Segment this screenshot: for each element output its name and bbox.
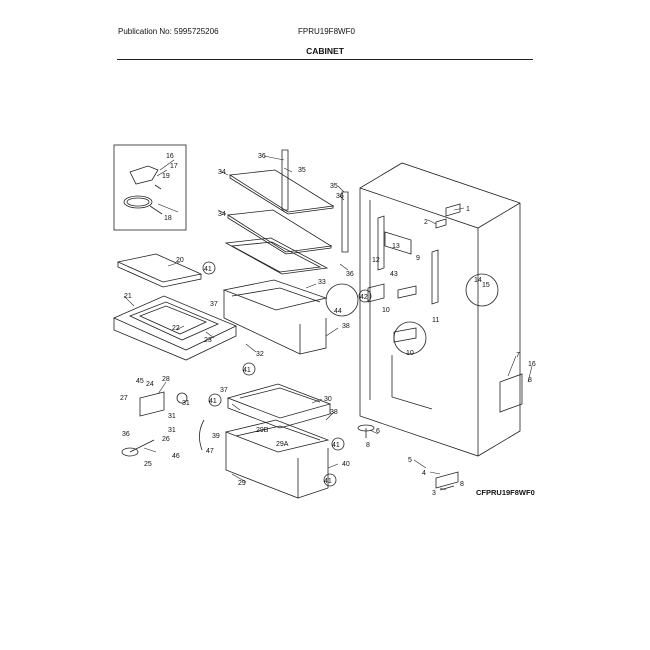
callout-38: 38 bbox=[342, 323, 350, 330]
callout-36c: 36 bbox=[346, 271, 354, 278]
callout-40: 40 bbox=[342, 461, 350, 468]
bottom-hinge bbox=[435, 471, 459, 491]
callout-11: 11 bbox=[432, 317, 439, 324]
light-housing bbox=[121, 391, 188, 457]
callout-39: 39 bbox=[212, 433, 220, 440]
callout-30: 30 bbox=[324, 396, 332, 403]
pan bbox=[226, 383, 332, 429]
callout-33: 33 bbox=[318, 279, 326, 286]
callout-29b: 29B bbox=[256, 427, 269, 434]
callout-1: 1 bbox=[466, 206, 470, 213]
callout-21: 21 bbox=[124, 293, 132, 300]
callout-2: 2 bbox=[424, 219, 428, 226]
callout-41a: 41 bbox=[204, 266, 212, 273]
crisper-frame bbox=[113, 295, 237, 361]
callout-29a: 29A bbox=[276, 441, 289, 448]
callout-12: 12 bbox=[372, 257, 380, 264]
callout-29: 29 bbox=[238, 480, 246, 487]
callout-35b: 35 bbox=[330, 183, 338, 190]
callout-28: 28 bbox=[162, 376, 170, 383]
callout-3: 3 bbox=[432, 490, 436, 497]
callout-24: 24 bbox=[146, 381, 154, 388]
callout-17: 17 bbox=[170, 163, 178, 170]
inset-box bbox=[113, 144, 187, 231]
callout-35: 35 bbox=[298, 167, 306, 174]
leveling-leg bbox=[357, 424, 375, 438]
callout-36b: 36 bbox=[336, 193, 344, 200]
shelf-rail bbox=[281, 149, 349, 253]
side-panel bbox=[499, 373, 523, 413]
callout-31b: 31 bbox=[168, 413, 176, 420]
diagram-code: CFPRU19F8WF0 bbox=[476, 488, 535, 497]
callout-34b: 34 bbox=[218, 211, 226, 218]
callout-labels: 16 17 19 18 36 35 34 35 36 34 36 20 41 3… bbox=[120, 153, 536, 497]
header-rule bbox=[117, 59, 533, 60]
callout-34: 34 bbox=[218, 169, 226, 176]
callout-9: 9 bbox=[416, 255, 420, 262]
callout-45: 45 bbox=[136, 378, 144, 385]
callout-41c: 41 bbox=[209, 398, 217, 405]
callout-circles bbox=[202, 261, 499, 487]
upper-drawer bbox=[222, 279, 328, 355]
callout-43: 43 bbox=[390, 271, 398, 278]
callout-4: 4 bbox=[422, 470, 426, 477]
callout-44: 44 bbox=[334, 308, 342, 315]
callout-19: 19 bbox=[162, 173, 170, 180]
callout-14: 14 bbox=[474, 277, 482, 284]
callout-22: 22 bbox=[172, 325, 180, 332]
callout-16: 16 bbox=[166, 153, 174, 160]
glass-shelves bbox=[224, 169, 335, 275]
callout-37: 37 bbox=[210, 301, 218, 308]
callout-46: 46 bbox=[172, 453, 180, 460]
callout-8a: 8 bbox=[366, 442, 370, 449]
callout-27: 27 bbox=[120, 395, 128, 402]
callout-38b: 38 bbox=[330, 409, 338, 416]
leader-lines bbox=[123, 155, 533, 491]
callout-36: 36 bbox=[258, 153, 266, 160]
light-wiring bbox=[199, 419, 205, 451]
callout-5: 5 bbox=[408, 457, 412, 464]
callout-32: 32 bbox=[256, 351, 264, 358]
callout-10a: 10 bbox=[382, 307, 390, 314]
lower-drawer bbox=[224, 419, 330, 499]
callout-13: 13 bbox=[392, 243, 400, 250]
callout-26: 26 bbox=[162, 436, 170, 443]
callout-20: 20 bbox=[176, 257, 184, 264]
callout-37b: 37 bbox=[220, 387, 228, 394]
section-title: CABINET bbox=[306, 46, 344, 56]
callout-47: 47 bbox=[206, 448, 214, 455]
cabinet-interior bbox=[367, 215, 439, 343]
callout-16b: 16 bbox=[528, 361, 536, 368]
callout-8c: 8 bbox=[528, 377, 532, 384]
callout-6: 6 bbox=[376, 428, 380, 435]
callout-8b: 8 bbox=[460, 481, 464, 488]
callout-41b: 41 bbox=[243, 367, 251, 374]
callout-36d: 36 bbox=[122, 431, 130, 438]
callout-41e: 41 bbox=[324, 478, 332, 485]
callout-31c: 31 bbox=[168, 427, 176, 434]
callout-25: 25 bbox=[144, 461, 152, 468]
callout-42: 42 bbox=[360, 294, 368, 301]
publication-number: Publication No: 5995725206 bbox=[118, 27, 219, 36]
model-number: FPRU19F8WF0 bbox=[298, 27, 355, 36]
cabinet-body bbox=[359, 162, 521, 457]
callout-10b: 10 bbox=[406, 350, 414, 357]
top-hinge bbox=[435, 203, 461, 229]
callout-23: 23 bbox=[204, 337, 212, 344]
callout-18: 18 bbox=[164, 215, 172, 222]
callout-41d: 41 bbox=[332, 442, 340, 449]
callout-31: 31 bbox=[182, 400, 190, 407]
callout-15: 15 bbox=[482, 282, 490, 289]
crisper-cover bbox=[116, 253, 203, 288]
callout-7: 7 bbox=[516, 352, 520, 359]
